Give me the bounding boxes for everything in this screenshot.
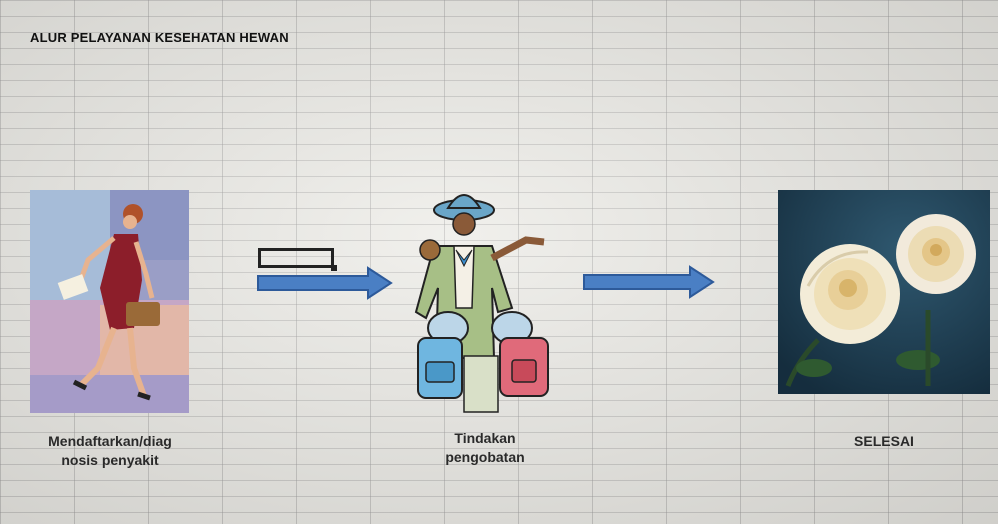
white-roses-icon <box>778 190 990 394</box>
arrow-right-icon[interactable] <box>582 265 716 299</box>
step-3-image[interactable] <box>778 190 990 394</box>
step-3-caption-line-1: SELESAI <box>824 432 944 451</box>
selected-cell[interactable] <box>258 248 334 268</box>
arrow-right-icon[interactable] <box>256 266 394 300</box>
step-1-caption-line-2: nosis penyakit <box>20 451 200 470</box>
step-1-caption: Mendaftarkan/diag nosis penyakit <box>20 432 200 470</box>
guide-with-children-icon <box>408 188 560 416</box>
step-1-image[interactable] <box>30 190 189 413</box>
sheet-title: ALUR PELAYANAN KESEHATAN HEWAN <box>30 30 289 45</box>
step-2-caption-line-2: pengobatan <box>410 448 560 467</box>
step-3-caption: SELESAI <box>824 432 944 451</box>
step-2-caption: Tindakan pengobatan <box>410 429 560 467</box>
step-1-caption-line-1: Mendaftarkan/diag <box>20 432 200 451</box>
step-2-caption-line-1: Tindakan <box>410 429 560 448</box>
woman-with-briefcase-icon <box>30 190 189 413</box>
step-2-image[interactable] <box>408 188 560 416</box>
